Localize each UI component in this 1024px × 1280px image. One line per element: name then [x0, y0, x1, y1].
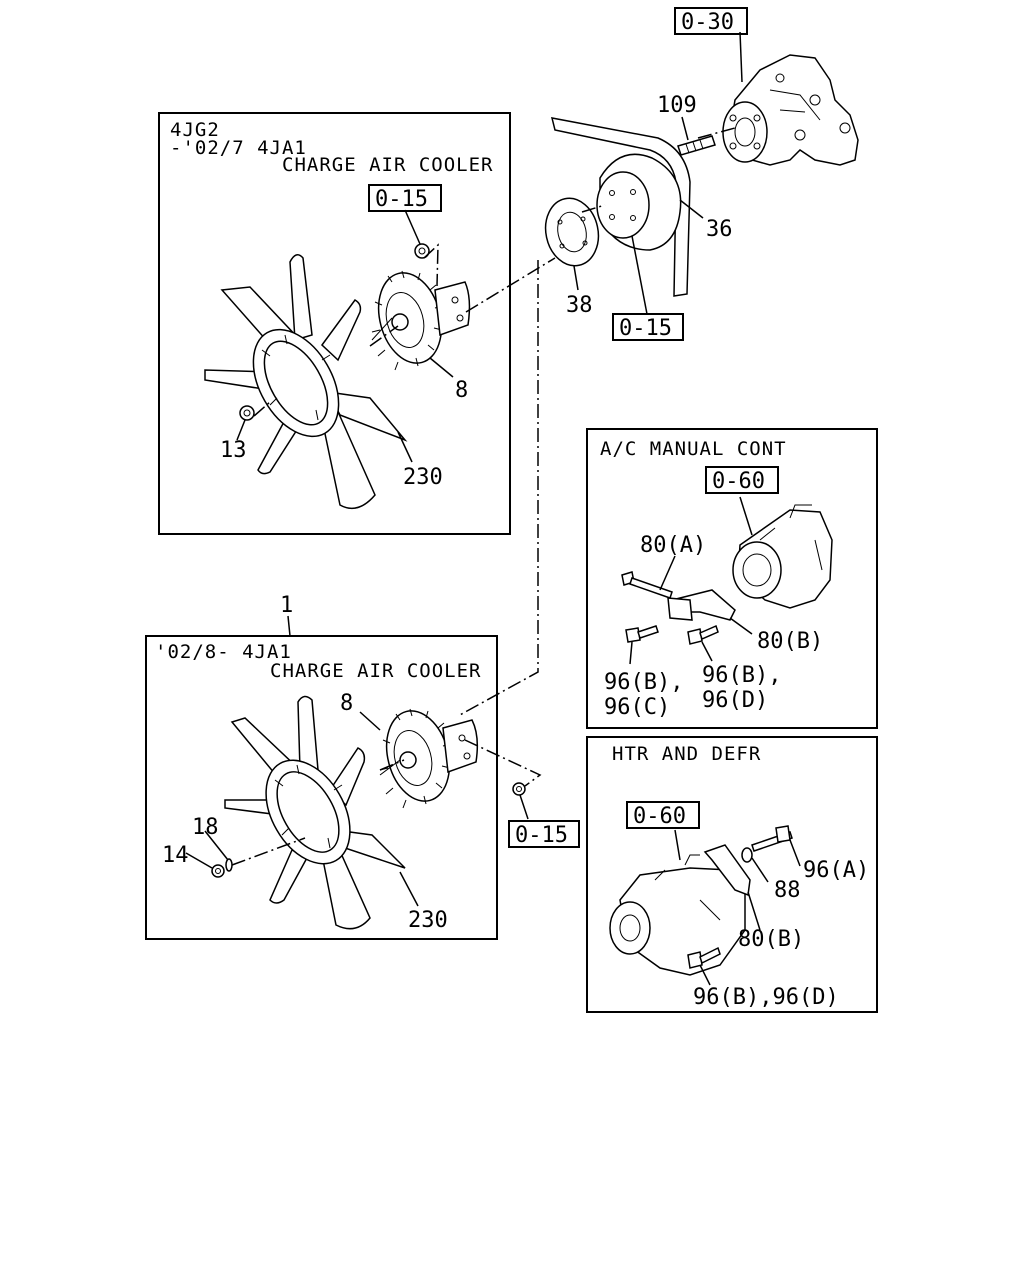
ref-pulley-label: 0-15	[619, 316, 672, 341]
tl-fan-clutch-drawing	[371, 270, 471, 371]
htr-header: HTR AND DEFR	[612, 743, 761, 765]
panel-top-left-frame	[158, 112, 511, 535]
ref-box-water-pump[interactable]: 0-30	[674, 7, 748, 35]
tl-callout-230: 230	[403, 465, 443, 490]
panel-ac-frame	[586, 428, 878, 729]
tl-header-line1: 4JG2	[170, 119, 220, 141]
bl-callout-8: 8	[340, 691, 353, 716]
panel-htr-frame	[586, 736, 878, 1013]
callout-38: 38	[566, 293, 593, 318]
htr-compressor-drawing	[609, 854, 746, 976]
drive-belt-drawing	[550, 117, 691, 297]
ac-callout-96b-second: 96(B),	[702, 663, 781, 688]
bl-fan-clutch-drawing	[379, 708, 479, 809]
bl-nut-washer-drawing	[211, 782, 526, 878]
ref-htr-label: 0-60	[633, 804, 686, 829]
panel-bottom-left-frame	[145, 635, 498, 940]
ac-callout-80a: 80(A)	[640, 533, 706, 558]
tl-header-line3: CHARGE AIR COOLER	[282, 154, 493, 176]
tl-header-line2: -'02/7 4JA1	[170, 137, 307, 159]
callout-109: 109	[657, 93, 697, 118]
fan-pulley-drawing	[596, 153, 682, 251]
ref-box-top-left[interactable]: 0-15	[368, 184, 442, 212]
bl-callout-14: 14	[162, 843, 189, 868]
leader-lines	[185, 31, 801, 986]
spacer-38-drawing	[544, 197, 600, 267]
tl-nut-drawing	[239, 243, 430, 421]
htr-bracket-drawing	[703, 844, 751, 897]
tl-callout-13: 13	[220, 438, 247, 463]
htr-callout-96b-96d: 96(B),96(D)	[693, 985, 839, 1010]
htr-bolt-drawing	[687, 825, 793, 969]
ac-callout-96b-first: 96(B),	[604, 670, 683, 695]
bl-callout-230: 230	[408, 908, 448, 933]
ac-callout-96d: 96(D)	[702, 688, 768, 713]
callout-1: 1	[280, 593, 293, 618]
bl-fan-drawing	[224, 695, 406, 930]
ref-top-left-label: 0-15	[375, 187, 428, 212]
ac-compressor-drawing	[732, 504, 833, 609]
tl-fan-drawing	[204, 254, 408, 510]
ref-box-pulley[interactable]: 0-15	[612, 313, 684, 341]
water-pump-drawing	[722, 54, 859, 166]
ref-ac-label: 0-60	[712, 469, 765, 494]
htr-callout-88: 88	[774, 878, 801, 903]
ref-box-htr[interactable]: 0-60	[626, 801, 700, 829]
ac-callout-80b: 80(B)	[757, 629, 823, 654]
ac-header: A/C MANUAL CONT	[600, 438, 787, 460]
bl-header-line2: CHARGE AIR COOLER	[270, 660, 481, 682]
ac-callout-96c: 96(C)	[604, 695, 670, 720]
callout-36: 36	[706, 217, 733, 242]
ref-box-ac[interactable]: 0-60	[705, 466, 779, 494]
stud-109-drawing	[677, 135, 716, 156]
htr-callout-96a: 96(A)	[803, 858, 869, 883]
ref-water-pump-label: 0-30	[681, 10, 734, 35]
ac-bracket-drawing	[667, 589, 736, 621]
tl-callout-8: 8	[455, 378, 468, 403]
bl-callout-18: 18	[192, 815, 219, 840]
ref-box-bottom-left[interactable]: 0-15	[508, 820, 580, 848]
htr-callout-80b: 80(B)	[738, 927, 804, 952]
ref-bottom-left-label: 0-15	[515, 823, 568, 848]
ac-bolt-drawing	[621, 571, 719, 645]
bl-header-line1: '02/8- 4JA1	[155, 641, 292, 663]
